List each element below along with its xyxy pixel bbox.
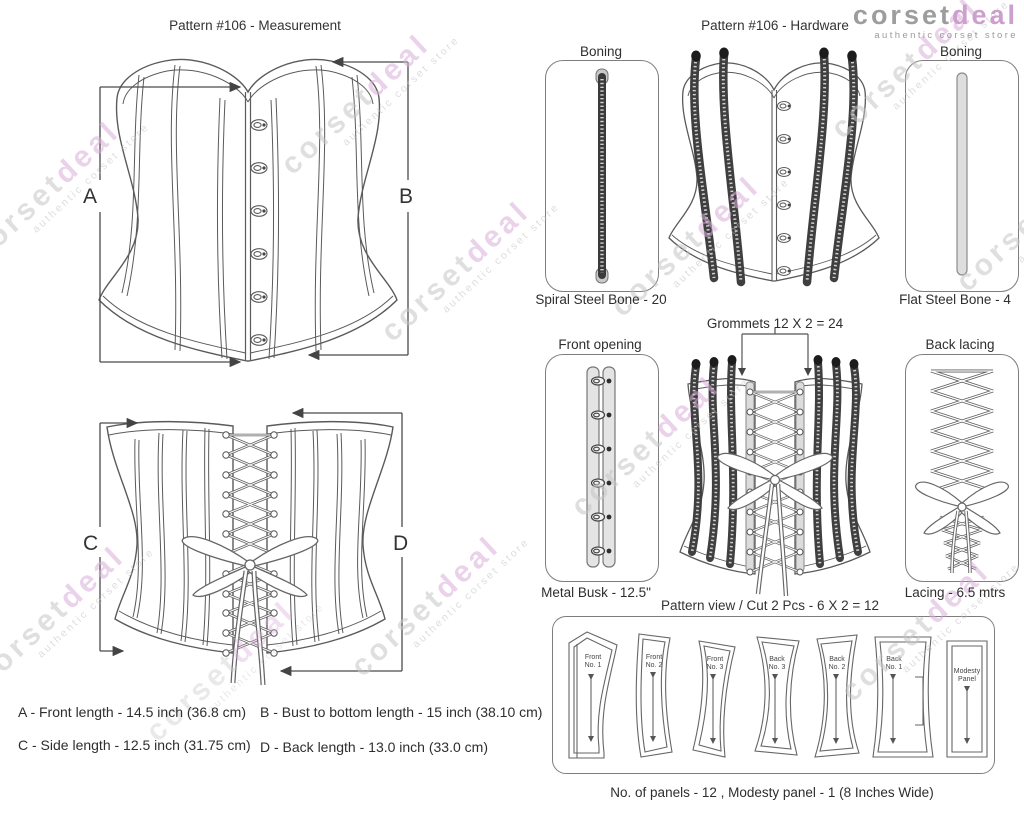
grain-arrows <box>588 672 970 744</box>
label-b: B <box>399 185 413 208</box>
note-back-length: D - Back length - 13.0 inch (33.0 cm) <box>260 739 488 755</box>
back-lacing-box <box>905 354 1019 582</box>
svg-text:Front: Front <box>707 656 723 663</box>
measure-line-c <box>99 417 139 657</box>
note-side-length: C - Side length - 12.5 inch (31.75 cm) <box>18 737 251 753</box>
spiral-bone-box <box>545 60 659 292</box>
lacing <box>225 433 275 655</box>
flat-bone-diagram <box>956 72 968 276</box>
corset-front-measurement-diagram: A B <box>83 56 413 368</box>
svg-text:Front: Front <box>646 654 662 661</box>
svg-text:Back: Back <box>886 656 902 663</box>
label-a: A <box>83 185 97 208</box>
corset-front-outline <box>98 58 398 362</box>
grommets-label: Grommets 12 X 2 = 24 <box>706 316 844 331</box>
measure-line-a <box>99 81 242 368</box>
spiral-bone-caption: Spiral Steel Bone - 20 <box>535 292 667 307</box>
measurement-title: Pattern #106 - Measurement <box>169 18 341 33</box>
panels-note: No. of panels - 12 , Modesty panel - 1 (… <box>610 785 934 800</box>
corset-back-measurement-diagram: C D <box>83 407 408 686</box>
svg-text:No. 2: No. 2 <box>646 662 663 669</box>
label-c: C <box>83 532 98 555</box>
lacing-caption: Lacing - 6.5 mtrs <box>904 585 1006 600</box>
back-lacing-label: Back lacing <box>925 337 995 352</box>
svg-text:No. 2: No. 2 <box>829 664 846 671</box>
svg-text:Panel: Panel <box>958 676 976 683</box>
busk-loops <box>250 119 268 346</box>
label-d: D <box>393 532 408 555</box>
svg-text:No. 1: No. 1 <box>585 662 602 669</box>
note-bust-bottom-length: B - Bust to bottom length - 15 inch (38.… <box>260 704 543 720</box>
corset-front-hardware-diagram <box>668 47 880 287</box>
svg-text:Modesty: Modesty <box>954 668 981 675</box>
hardware-title: Pattern #106 - Hardware <box>701 18 849 33</box>
metal-busk-caption: Metal Busk - 12.5" <box>541 585 651 600</box>
boning-spiral-label: Boning <box>579 44 623 59</box>
metal-busk-diagram <box>586 366 616 568</box>
logo-part-corset: corset <box>852 0 952 30</box>
svg-text:Back: Back <box>769 656 785 663</box>
lacing-bow <box>181 536 319 686</box>
boning-flat-label: Boning <box>939 44 983 59</box>
corset-back-panels <box>106 420 394 654</box>
flat-bone-caption: Flat Steel Bone - 4 <box>899 292 1011 307</box>
svg-text:Back: Back <box>829 656 845 663</box>
flat-bone-box <box>905 60 1019 292</box>
pattern-view-title: Pattern view / Cut 2 Pcs - 6 X 2 = 12 <box>661 598 879 613</box>
boning-channels <box>121 64 375 360</box>
note-front-length: A - Front length - 14.5 inch (36.8 cm) <box>18 704 246 720</box>
lacing-bow <box>717 452 833 597</box>
svg-text:No. 3: No. 3 <box>769 664 786 671</box>
svg-text:No. 3: No. 3 <box>707 664 724 671</box>
front-opening-label: Front opening <box>558 337 642 352</box>
grommets-bracket <box>738 328 812 376</box>
svg-text:Front: Front <box>585 654 601 661</box>
measure-line-d <box>279 407 403 677</box>
svg-text:No. 1: No. 1 <box>886 664 903 671</box>
busk-line <box>244 92 252 361</box>
spiral-bones <box>690 47 858 287</box>
logo-part-deal: deal <box>951 0 1018 30</box>
busk-clasps <box>590 376 612 556</box>
spiral-bone-diagram <box>595 68 609 284</box>
busk-loops <box>777 101 791 276</box>
corset-back-hardware-diagram <box>679 328 871 597</box>
spiral-bones <box>688 355 862 568</box>
lacing-bow <box>915 481 1009 574</box>
logo-tagline: authentic corset store <box>874 30 1018 41</box>
pattern-pieces <box>568 631 988 759</box>
brand-logo-text: corsetdeal <box>853 2 1018 29</box>
measure-line-b <box>307 56 409 361</box>
brand-logo: corsetdeal authentic corset store <box>853 2 1018 42</box>
metal-busk-box <box>545 354 659 582</box>
back-lacing-diagram <box>915 369 1009 574</box>
